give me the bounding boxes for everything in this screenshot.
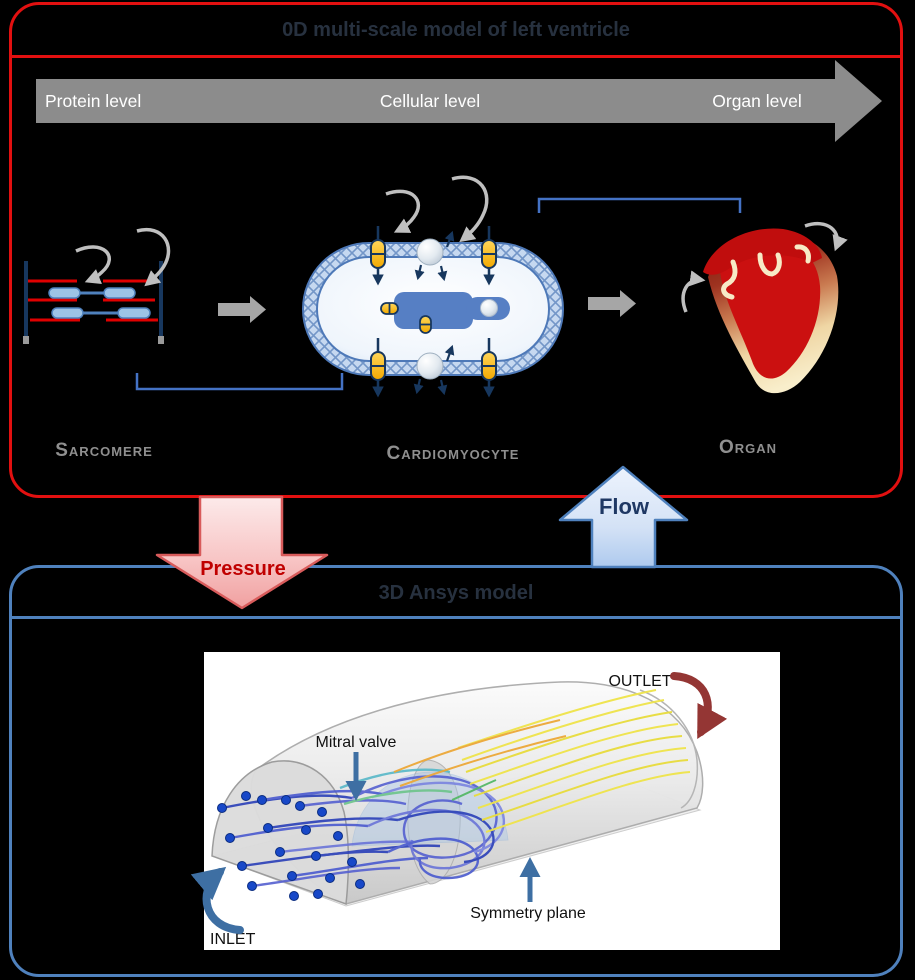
level-label-protein: Protein level (45, 91, 142, 111)
panel-3d-model: 3D Ansys model (9, 565, 903, 977)
heart-illustration (681, 222, 848, 394)
myosin-filaments (48, 287, 151, 319)
inlet-arrow-icon (190, 866, 244, 934)
heart-valve-strands (721, 244, 811, 300)
bracket-sarcomere-to-cell (135, 373, 344, 391)
membrane-pump-icon (413, 344, 455, 396)
z-disc-cap (158, 336, 164, 344)
sarcoplasmic-reticulum (380, 292, 510, 334)
feedback-arrow-icon (385, 189, 421, 233)
membrane-pump-icon (414, 230, 455, 282)
feedback-arrow-icon (451, 175, 489, 243)
pressure-label: Pressure (200, 558, 286, 580)
sarcomere-label: Sarcomere (55, 440, 153, 461)
ion-channel-icon (481, 338, 497, 398)
right-arrow-icon (588, 290, 636, 317)
symmetry-plane-label: Symmetry plane (470, 905, 586, 922)
organ-label: Organ (718, 437, 778, 458)
flow-arrow (558, 465, 689, 569)
ion-channel-icon (370, 338, 386, 398)
right-arrow-icon (218, 296, 266, 323)
cfd-outlet-streamlines (393, 689, 691, 833)
pressure-arrow (155, 495, 329, 610)
panel-0d-title: 0D multi-scale model of left ventricle (282, 19, 630, 41)
cfd-outlet-face-edge (639, 689, 699, 809)
cardiomyocyte-illustration (302, 175, 564, 398)
bracket-cell-to-organ (537, 197, 742, 213)
level-label-cellular: Cellular level (379, 91, 481, 111)
panel-0d-model: 0D multi-scale model of left ventricle (9, 2, 903, 498)
z-disc-cap (23, 336, 29, 344)
outlet-arrow-icon (670, 672, 728, 740)
inlet-label: INLET (210, 931, 256, 948)
panel-3d-title: 3D Ansys model (378, 582, 534, 604)
level-arrow-head-icon (835, 60, 882, 142)
flow-label: Flow (598, 494, 650, 519)
sarcomere-illustration (23, 227, 171, 344)
feedback-arrow-icon (136, 227, 171, 287)
level-label-organ: Organ level (712, 91, 802, 111)
sr-channel-icon (419, 315, 432, 334)
outlet-label: OUTLET (608, 673, 671, 690)
mitral-valve-label: Mitral valve (316, 734, 397, 751)
panel-3d-title-divider (12, 616, 900, 619)
ion-channel-icon (370, 226, 386, 286)
cfd-seed-points (217, 791, 365, 901)
level-arrow: Protein level Cellular level Organ level (36, 79, 835, 123)
cardiomyocyte-label: Cardiomyocyte (386, 443, 520, 464)
sr-channel-icon (380, 302, 399, 315)
feedback-arrow-icon (75, 245, 111, 285)
feedback-arrow-icon (681, 270, 706, 313)
heart-cavity (720, 243, 821, 379)
panel-0d-title-divider (12, 55, 900, 58)
cfd-figure: OUTLET Mitral valve Symmetry plane INLET (190, 672, 728, 948)
feedback-arrow-icon (804, 222, 848, 252)
ion-channel-icon (481, 226, 497, 286)
